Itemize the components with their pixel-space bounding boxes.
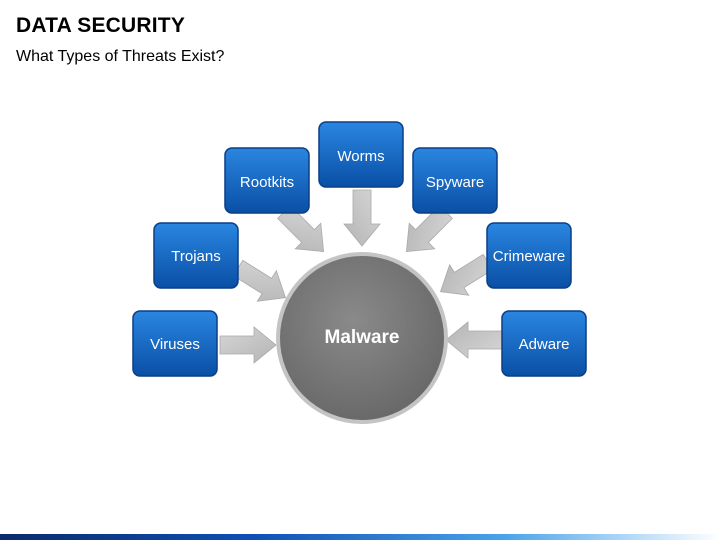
threat-node-trojans: Trojans	[153, 222, 239, 289]
threat-node-crimeware: Crimeware	[486, 222, 572, 289]
page-subtitle: What Types of Threats Exist?	[16, 48, 225, 65]
threat-label: Adware	[519, 336, 570, 353]
threat-label: Crimeware	[493, 248, 566, 265]
threat-node-adware: Adware	[501, 310, 587, 377]
threat-node-rootkits: Rootkits	[224, 147, 310, 214]
arrow-adware	[445, 321, 503, 359]
threat-node-spyware: Spyware	[412, 147, 498, 214]
center-node: Malware	[276, 252, 448, 424]
threat-label: Rootkits	[240, 174, 294, 191]
arrow-crimeware	[439, 253, 494, 296]
threat-node-worms: Worms	[318, 121, 404, 188]
center-label: Malware	[325, 327, 400, 348]
threat-node-viruses: Viruses	[132, 310, 218, 377]
threat-label: Spyware	[426, 174, 484, 191]
threat-label: Trojans	[171, 248, 220, 265]
threat-label: Viruses	[150, 336, 200, 353]
arrow-rootkits	[277, 205, 325, 253]
arrow-worms	[343, 189, 381, 247]
threat-label: Worms	[337, 148, 384, 165]
arrows	[219, 189, 503, 364]
page-title: DATA SECURITY	[16, 14, 186, 37]
footer-bar	[0, 534, 720, 540]
arrow-viruses	[219, 326, 277, 364]
